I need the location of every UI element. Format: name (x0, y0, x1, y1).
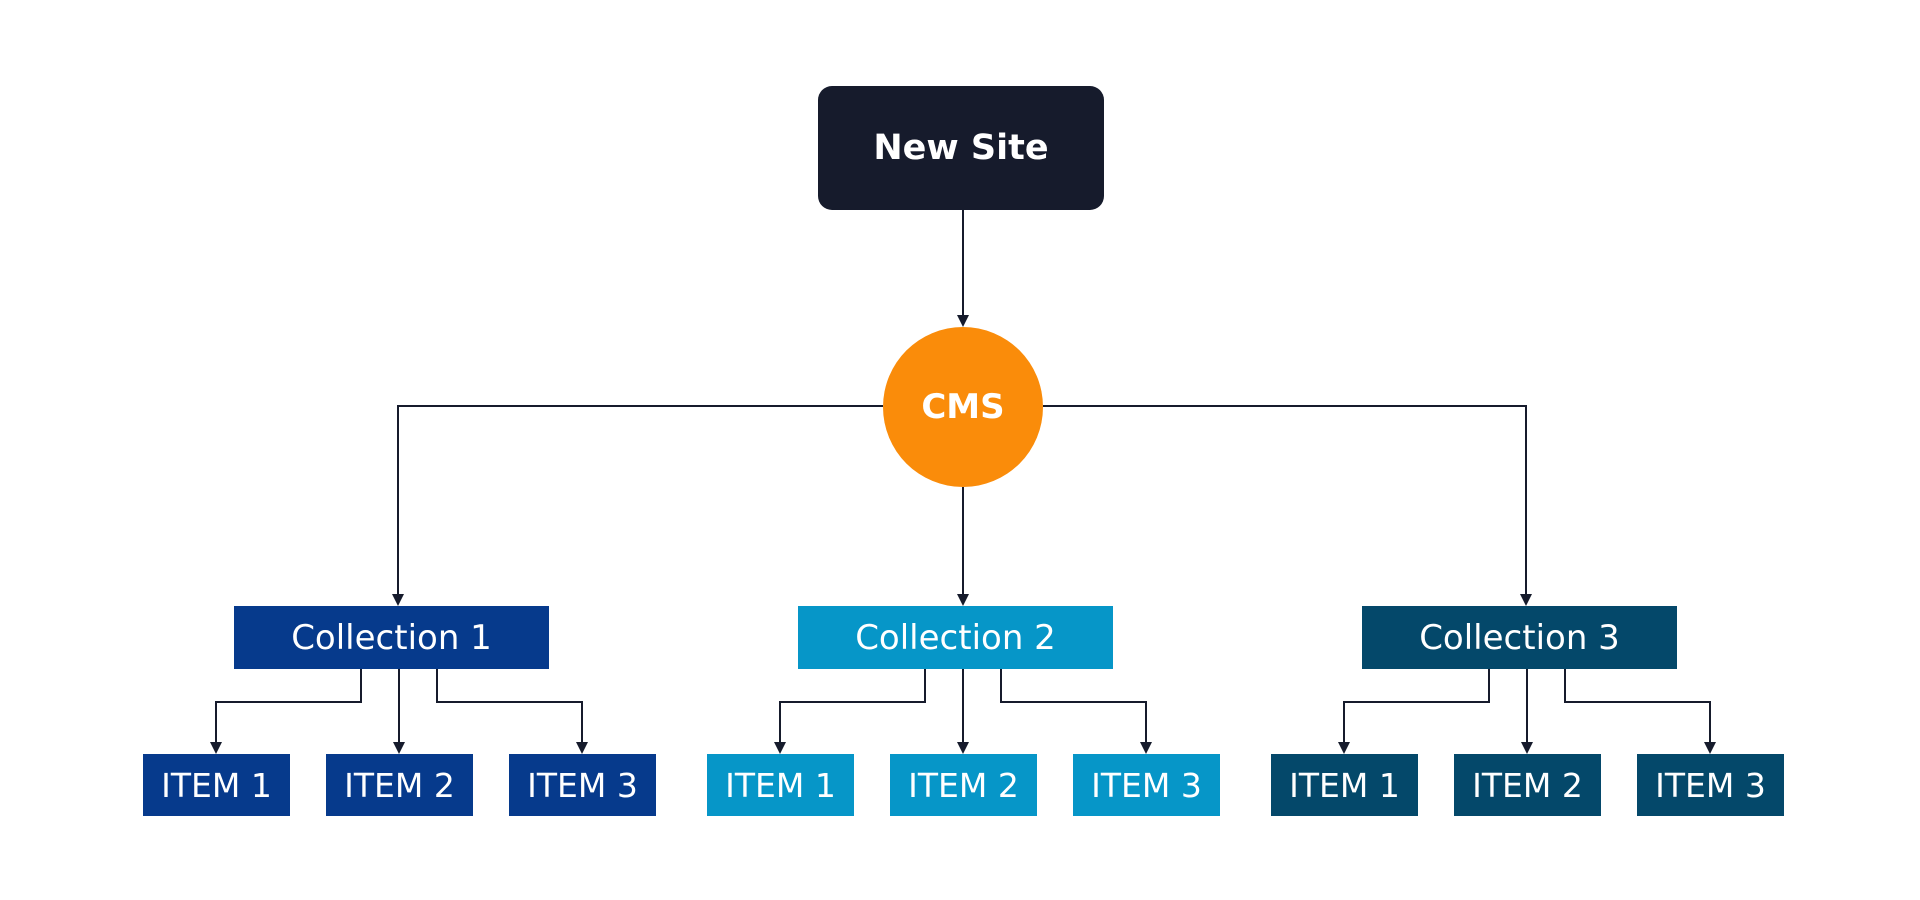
root-node-new-site: New Site (818, 86, 1104, 210)
collection-3-item-1: ITEM 1 (1271, 754, 1418, 816)
collection-3-item-3: ITEM 3 (1637, 754, 1784, 816)
item-label: ITEM 2 (344, 765, 455, 805)
collection-node-1: Collection 1 (234, 606, 549, 669)
collection-2-item-2: ITEM 2 (890, 754, 1037, 816)
connector-collection-2-to-item-3 (1000, 669, 1152, 754)
collection-label: Collection 2 (855, 617, 1056, 658)
item-label: ITEM 3 (1091, 765, 1202, 805)
collection-node-3: Collection 3 (1362, 606, 1677, 669)
connector-collection-1-to-item-1 (210, 669, 362, 754)
collection-2-item-3: ITEM 3 (1073, 754, 1220, 816)
collection-1-item-2: ITEM 2 (326, 754, 473, 816)
collection-node-2: Collection 2 (798, 606, 1113, 669)
item-label: ITEM 3 (527, 765, 638, 805)
cms-hub-node: CMS (883, 327, 1043, 487)
collection-2-item-1: ITEM 1 (707, 754, 854, 816)
item-label: ITEM 1 (725, 765, 836, 805)
collection-3-item-2: ITEM 2 (1454, 754, 1601, 816)
connector-cms-to-collection-3 (1043, 405, 1532, 606)
item-label: ITEM 2 (1472, 765, 1583, 805)
connector-collection-1-to-item-3 (436, 669, 588, 754)
connector-collection-2-to-item-1 (774, 669, 926, 754)
item-label: ITEM 1 (1289, 765, 1400, 805)
root-node-label: New Site (873, 128, 1049, 168)
collection-label: Collection 1 (291, 617, 492, 658)
collection-1-item-3: ITEM 3 (509, 754, 656, 816)
cms-hub-label: CMS (921, 387, 1005, 427)
item-label: ITEM 2 (908, 765, 1019, 805)
collection-label: Collection 3 (1419, 617, 1620, 658)
collection-1-item-1: ITEM 1 (143, 754, 290, 816)
item-label: ITEM 3 (1655, 765, 1766, 805)
connector-collection-3-to-item-1 (1338, 669, 1490, 754)
item-label: ITEM 1 (161, 765, 272, 805)
connector-collection-3-to-item-3 (1564, 669, 1716, 754)
connector-cms-to-collection-1 (392, 405, 883, 606)
